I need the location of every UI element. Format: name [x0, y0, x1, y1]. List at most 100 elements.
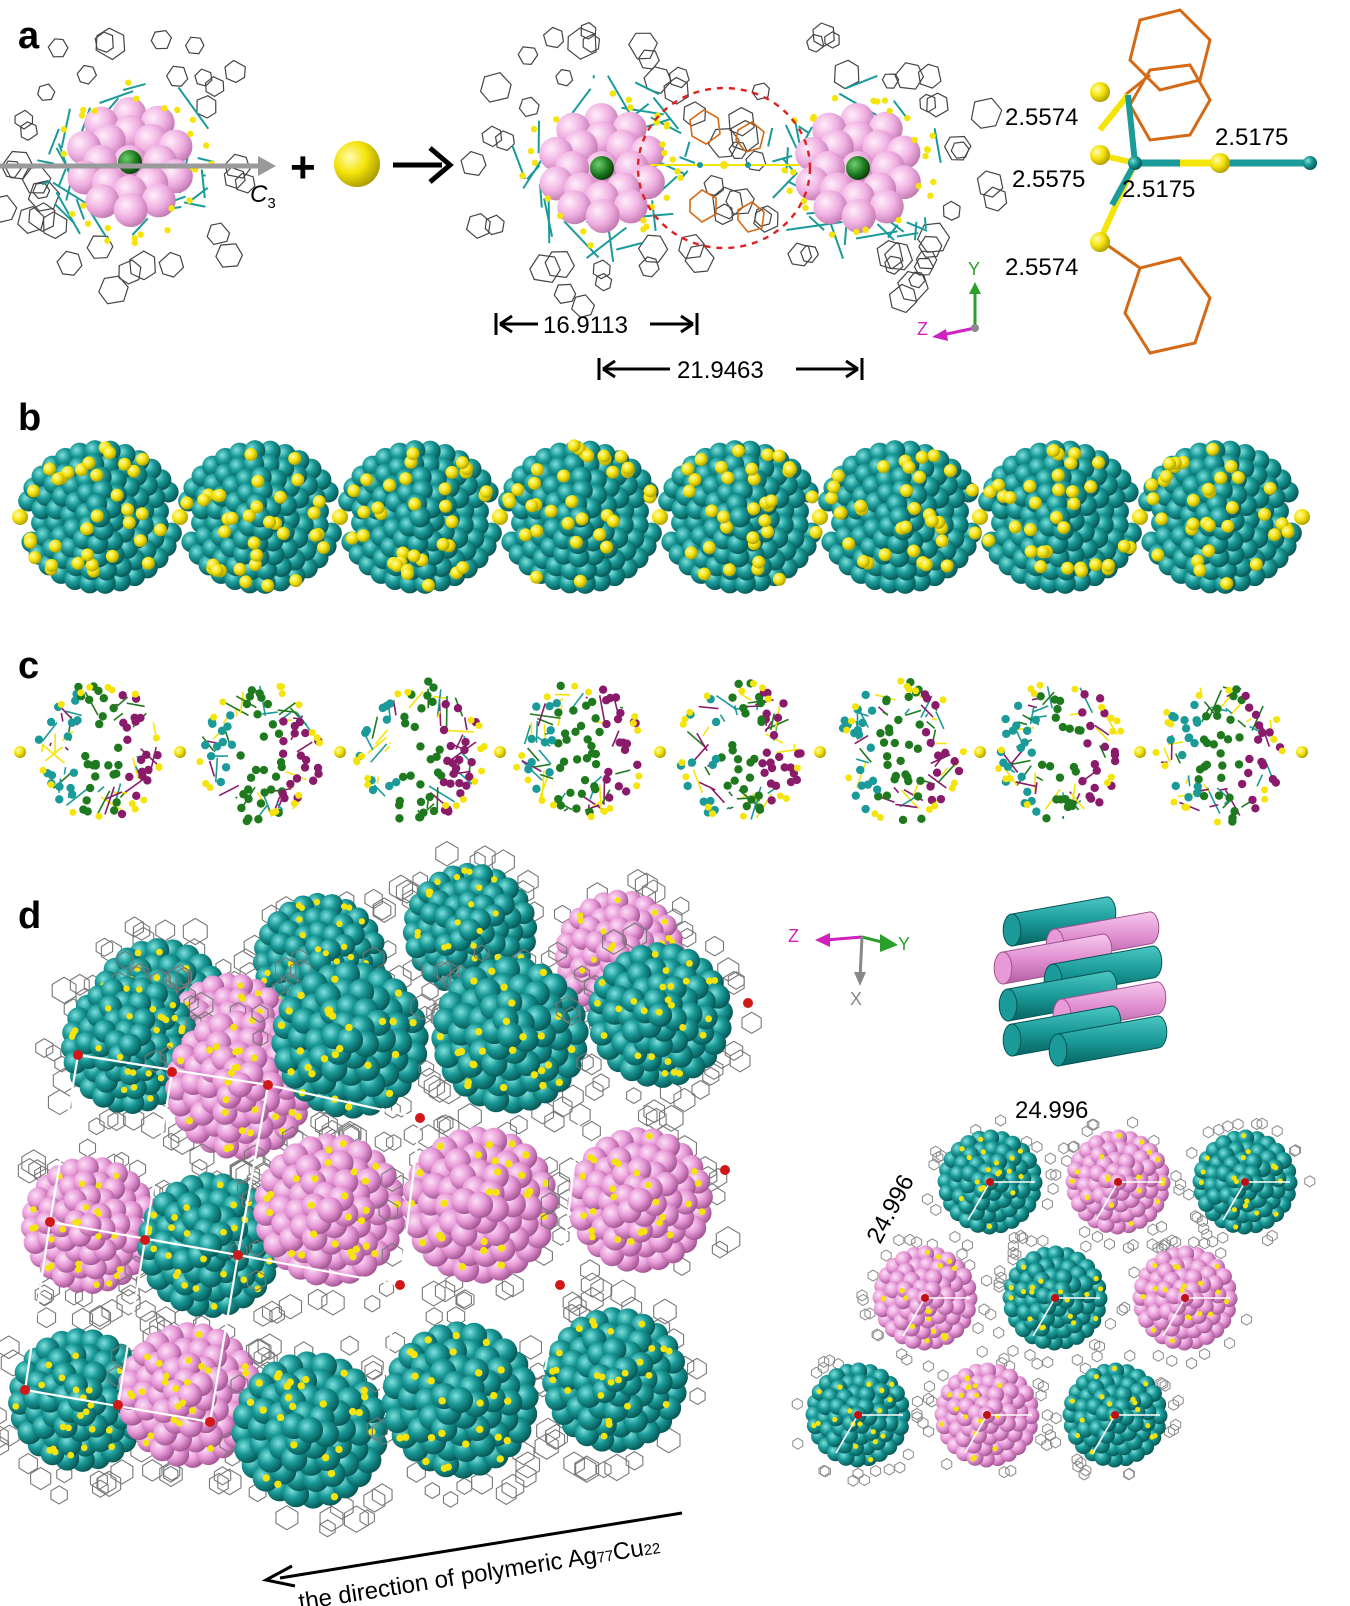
axis-z-label: Z: [917, 319, 928, 339]
spacefill-cluster: [338, 440, 502, 594]
cluster-core-a2: [511, 74, 696, 262]
cylinder-teal: [1002, 1005, 1122, 1057]
bridge-atom: [332, 509, 348, 525]
ballstick-cluster: [196, 682, 324, 826]
cluster-teal: [388, 840, 558, 1030]
bridge-atom: [174, 746, 186, 758]
cluster-pink: [107, 1306, 291, 1496]
panel-c-label: c: [18, 645, 39, 687]
ballstick-cluster: [352, 677, 488, 823]
bond-right-top: 2.5175: [1215, 124, 1288, 151]
panel-d-label: d: [18, 895, 41, 937]
spacefill-cluster: [818, 440, 982, 594]
bridge-atom: [1296, 746, 1308, 758]
bridge-atom: [172, 509, 188, 525]
hex-cluster-pink: [1050, 1116, 1187, 1254]
distance-label-2: 21.9463: [677, 357, 764, 384]
ballstick-cluster: [513, 681, 643, 821]
spacefill-cluster: [178, 440, 342, 594]
axis-y-label-d: Y: [898, 934, 910, 954]
bridge-atom: [1132, 509, 1148, 525]
direction-label: the direction of polymeric Ag77Cu22: [297, 1532, 662, 1606]
coordination-detail: 2.5574 2.5575 2.5574 2.5175 2.5175: [1005, 8, 1317, 355]
ballstick-cluster: [676, 679, 805, 820]
bridge-atom: [812, 509, 828, 525]
bridge-atom: [814, 746, 826, 758]
direction-arrow: the direction of polymeric Ag77Cu22: [261, 1511, 683, 1606]
axis-z-label-d: Z: [788, 926, 799, 946]
spacefill-cluster: [978, 440, 1142, 594]
hex-cluster-teal: [922, 1114, 1059, 1252]
polymer-chain-spacefill: [12, 439, 1310, 594]
cylinder-teal: [1002, 896, 1117, 947]
cluster-core-a1: [37, 79, 215, 247]
hex-cluster-teal: [1183, 1117, 1316, 1247]
bridge-atom: [492, 509, 508, 525]
unit-cell-nodes: [20, 998, 753, 1427]
distance-label-1: 16.9113: [543, 312, 628, 339]
axis-y-label: Y: [968, 259, 980, 279]
cluster-teal: [118, 1143, 305, 1352]
panel-c: c: [14, 645, 1308, 826]
bridge-atom: [652, 509, 668, 525]
crystal-packing: [0, 840, 762, 1538]
bridge-region: [636, 86, 812, 250]
polymer-chain-ballstick: [14, 677, 1308, 826]
spacefill-cluster: [498, 439, 662, 594]
spacefill-cluster: [658, 440, 823, 594]
bond-right-mid: 2.5175: [1122, 176, 1195, 203]
cluster-a2: [460, 21, 748, 319]
cluster-a3: [725, 22, 1008, 314]
distance-21: 21.9463: [597, 357, 864, 384]
cluster-teal: [555, 922, 762, 1124]
panel-b: b: [12, 397, 1310, 594]
cylinder-packing-schematic: [993, 896, 1168, 1067]
hex-cluster-pink: [922, 1345, 1056, 1479]
cluster-core-a3: [767, 74, 942, 260]
cluster-teal: [410, 941, 610, 1143]
axis-triad-d: Z Y X: [788, 926, 910, 1009]
panel-a: a C3 +: [0, 8, 1317, 384]
bridge-atom: [972, 509, 988, 525]
ligand-wireframe: [0, 27, 256, 305]
ballstick-cluster: [995, 681, 1125, 823]
ballstick-cluster: [838, 677, 967, 825]
cylinder-teal: [1048, 1015, 1168, 1067]
bridge-atom: [12, 509, 28, 525]
cluster-teal: [213, 1333, 408, 1538]
bond-left-bot: 2.5574: [1005, 254, 1078, 281]
ballstick-cluster: [1152, 685, 1286, 826]
cluster-teal: [534, 1286, 707, 1483]
c3-axis-arrowhead: [258, 156, 276, 176]
yellow-atom: [334, 141, 380, 187]
plus-sign: +: [290, 143, 316, 192]
cluster-pink: [540, 1104, 741, 1308]
axis-x-label-d: X: [850, 989, 862, 1009]
axis-triad-a: Y Z: [917, 259, 981, 341]
bridge-atom: [654, 746, 666, 758]
cluster-pink: [378, 1114, 583, 1311]
bridge-atom: [1134, 746, 1146, 758]
panel-a-label: a: [18, 15, 40, 57]
bridge-atom: [1294, 509, 1310, 525]
lattice-side-label: 24.996: [861, 1170, 919, 1247]
spacefill-cluster: [1138, 440, 1302, 594]
panel-b-label: b: [18, 397, 41, 439]
panel-d: d the direction of polymeric Ag77Cu22: [0, 840, 1316, 1606]
bond-left-mid: 2.5575: [1012, 166, 1085, 193]
hex-cluster-teal: [791, 1354, 929, 1487]
bond-left-top: 2.5574: [1005, 104, 1078, 131]
hex-cluster-pink: [856, 1233, 993, 1373]
lattice-top-label: 24.996: [1015, 1097, 1088, 1124]
bridge-atom: [334, 746, 346, 758]
reaction-arrow: [393, 146, 454, 184]
hex-cluster-teal: [985, 1234, 1116, 1370]
cluster-teal: [35, 950, 217, 1136]
hexagonal-arrangement: [791, 1114, 1316, 1487]
bridge-atom: [494, 746, 506, 758]
cluster-a1: C3: [0, 27, 276, 305]
cluster-teal: [364, 1306, 561, 1508]
distance-16: 16.9113: [494, 312, 699, 339]
bridge-atom: [14, 746, 26, 758]
